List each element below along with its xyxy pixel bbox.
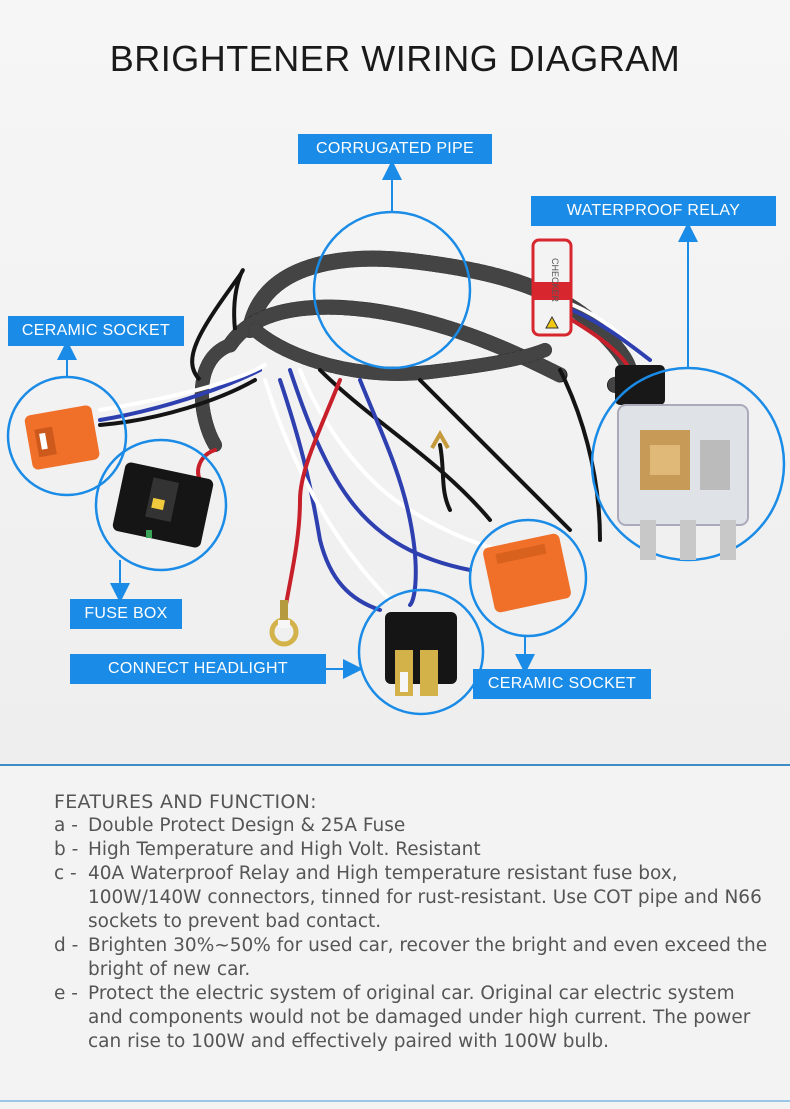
feature-key: c - (54, 863, 83, 884)
feature-text: Protect the electric system of original … (88, 983, 751, 1052)
svg-text:CHECKER: CHECKER (550, 258, 560, 303)
feature-key: d - (54, 935, 85, 956)
signal-wires (98, 298, 652, 612)
headlight-connector-circle (357, 588, 485, 716)
feature-item: c - 40A Waterproof Relay and High temper… (54, 862, 774, 934)
relay (617, 404, 749, 560)
section-divider (0, 764, 790, 766)
label-ceramic-socket-left: CERAMIC SOCKET (8, 316, 184, 346)
features-background (0, 766, 790, 1109)
features-heading: FEATURES AND FUNCTION: (54, 791, 317, 813)
fuse-box-circle (94, 438, 228, 572)
ceramic-socket-right-circle (468, 518, 588, 638)
feature-item: a - Double Protect Design & 25A Fuse (54, 814, 774, 838)
corrugated-pipe-bundle (194, 250, 638, 452)
features-section: FEATURES AND FUNCTION: a - Double Protec… (54, 790, 774, 1054)
feature-key: a - (54, 815, 84, 836)
relay-tag: CHECKER (531, 238, 573, 337)
label-corrugated-pipe: CORRUGATED PIPE (298, 134, 492, 164)
fuse-box (112, 462, 214, 548)
ceramic-socket-left (24, 405, 100, 470)
page-title: BRIGHTENER WIRING DIAGRAM (109, 38, 681, 79)
feature-key: b - (54, 839, 85, 860)
label-waterproof-relay: WATERPROOF RELAY (531, 196, 776, 226)
corrugated-pipe-circle (312, 210, 472, 370)
feature-key: e - (54, 983, 84, 1004)
black-wire (190, 268, 245, 382)
feature-text: Double Protect Design & 25A Fuse (88, 815, 406, 836)
ceramic-socket-right (483, 533, 571, 613)
feature-text: Brighten 30%~50% for used car, recover t… (88, 935, 768, 980)
bottom-divider (0, 1100, 790, 1102)
wiring-harness-illustration: CHECKER (6, 160, 786, 716)
feature-item: b - High Temperature and High Volt. Resi… (54, 838, 774, 862)
ring-terminal (269, 600, 299, 647)
feature-item: d - Brighten 30%~50% for used car, recov… (54, 934, 774, 982)
label-ceramic-socket-right: CERAMIC SOCKET (473, 669, 651, 699)
relay-connector (615, 365, 665, 405)
fork-terminal (430, 429, 450, 449)
label-fuse-box: FUSE BOX (70, 599, 182, 629)
feature-text: 40A Waterproof Relay and High temperatur… (88, 863, 762, 932)
warning-triangle-icon (545, 315, 559, 329)
headlight-connector (385, 612, 457, 696)
feature-text: High Temperature and High Volt. Resistan… (88, 839, 481, 860)
label-connect-headlight: CONNECT HEADLIGHT (70, 654, 326, 684)
feature-item: e - Protect the electric system of origi… (54, 982, 774, 1054)
